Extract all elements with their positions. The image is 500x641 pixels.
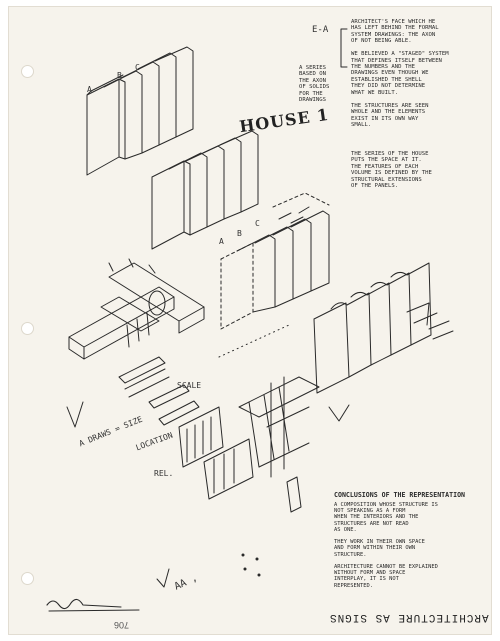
- catalog-number: 706: [114, 620, 130, 630]
- ea-label: E-A: [312, 25, 329, 35]
- dotted-guide-line: [218, 324, 290, 358]
- label-b: B: [117, 71, 122, 80]
- label-rel: REL.: [154, 469, 174, 478]
- label-c: C: [135, 63, 140, 72]
- slab-group-2: [151, 130, 259, 250]
- note-bracket: [340, 28, 348, 68]
- check-mark-left: [66, 401, 84, 428]
- binder-hole-top: [21, 65, 34, 78]
- note-conclusions-heading: CONCLUSIONS OF THE REPRESENTATION: [334, 491, 466, 499]
- slab-group-1: [86, 46, 194, 176]
- note-mid-right-1: THE STRUCTURES ARE SEEN WHOLE AND THE EL…: [351, 103, 429, 129]
- label-b-2: B: [237, 229, 242, 238]
- grid-plane-sketch: [238, 376, 320, 513]
- signature-scribble: [46, 598, 140, 612]
- cross-form-sketch: [68, 258, 205, 360]
- small-mark: [156, 568, 170, 588]
- document-sheet: HOUSE 1 E-A ARCHITECT'S FACE WHICH HE HA…: [8, 6, 492, 635]
- label-scale: SCALE: [177, 381, 202, 390]
- label-a: A: [87, 85, 92, 94]
- note-mid-right-2: THE SERIES OF THE HOUSE PUTS THE SPACE A…: [351, 151, 432, 190]
- label-c-2: C: [255, 219, 260, 228]
- axonometric-sketches: [46, 28, 454, 612]
- check-mark-right: [328, 404, 350, 422]
- footer-caption: ARCHITECTURE AS SIGNS: [329, 611, 489, 623]
- dot-cluster: [241, 553, 261, 577]
- binder-hole-middle: [21, 322, 34, 335]
- binder-hole-bottom: [21, 572, 34, 585]
- slab-group-3-dashed: [220, 192, 330, 330]
- note-left-margin: A SERIES BASED ON THE AXON OF SOLIDS FOR…: [299, 65, 330, 104]
- label-a-2: A: [219, 237, 224, 246]
- note-conclusions-body: A COMPOSITION WHOSE STRUCTURE IS NOT SPE…: [334, 502, 438, 589]
- grid-studies: [118, 356, 254, 500]
- slab-group-4: [313, 262, 454, 394]
- note-top-right: ARCHITECT'S FACE WHICH HE HAS LEFT BEHIN…: [351, 19, 449, 96]
